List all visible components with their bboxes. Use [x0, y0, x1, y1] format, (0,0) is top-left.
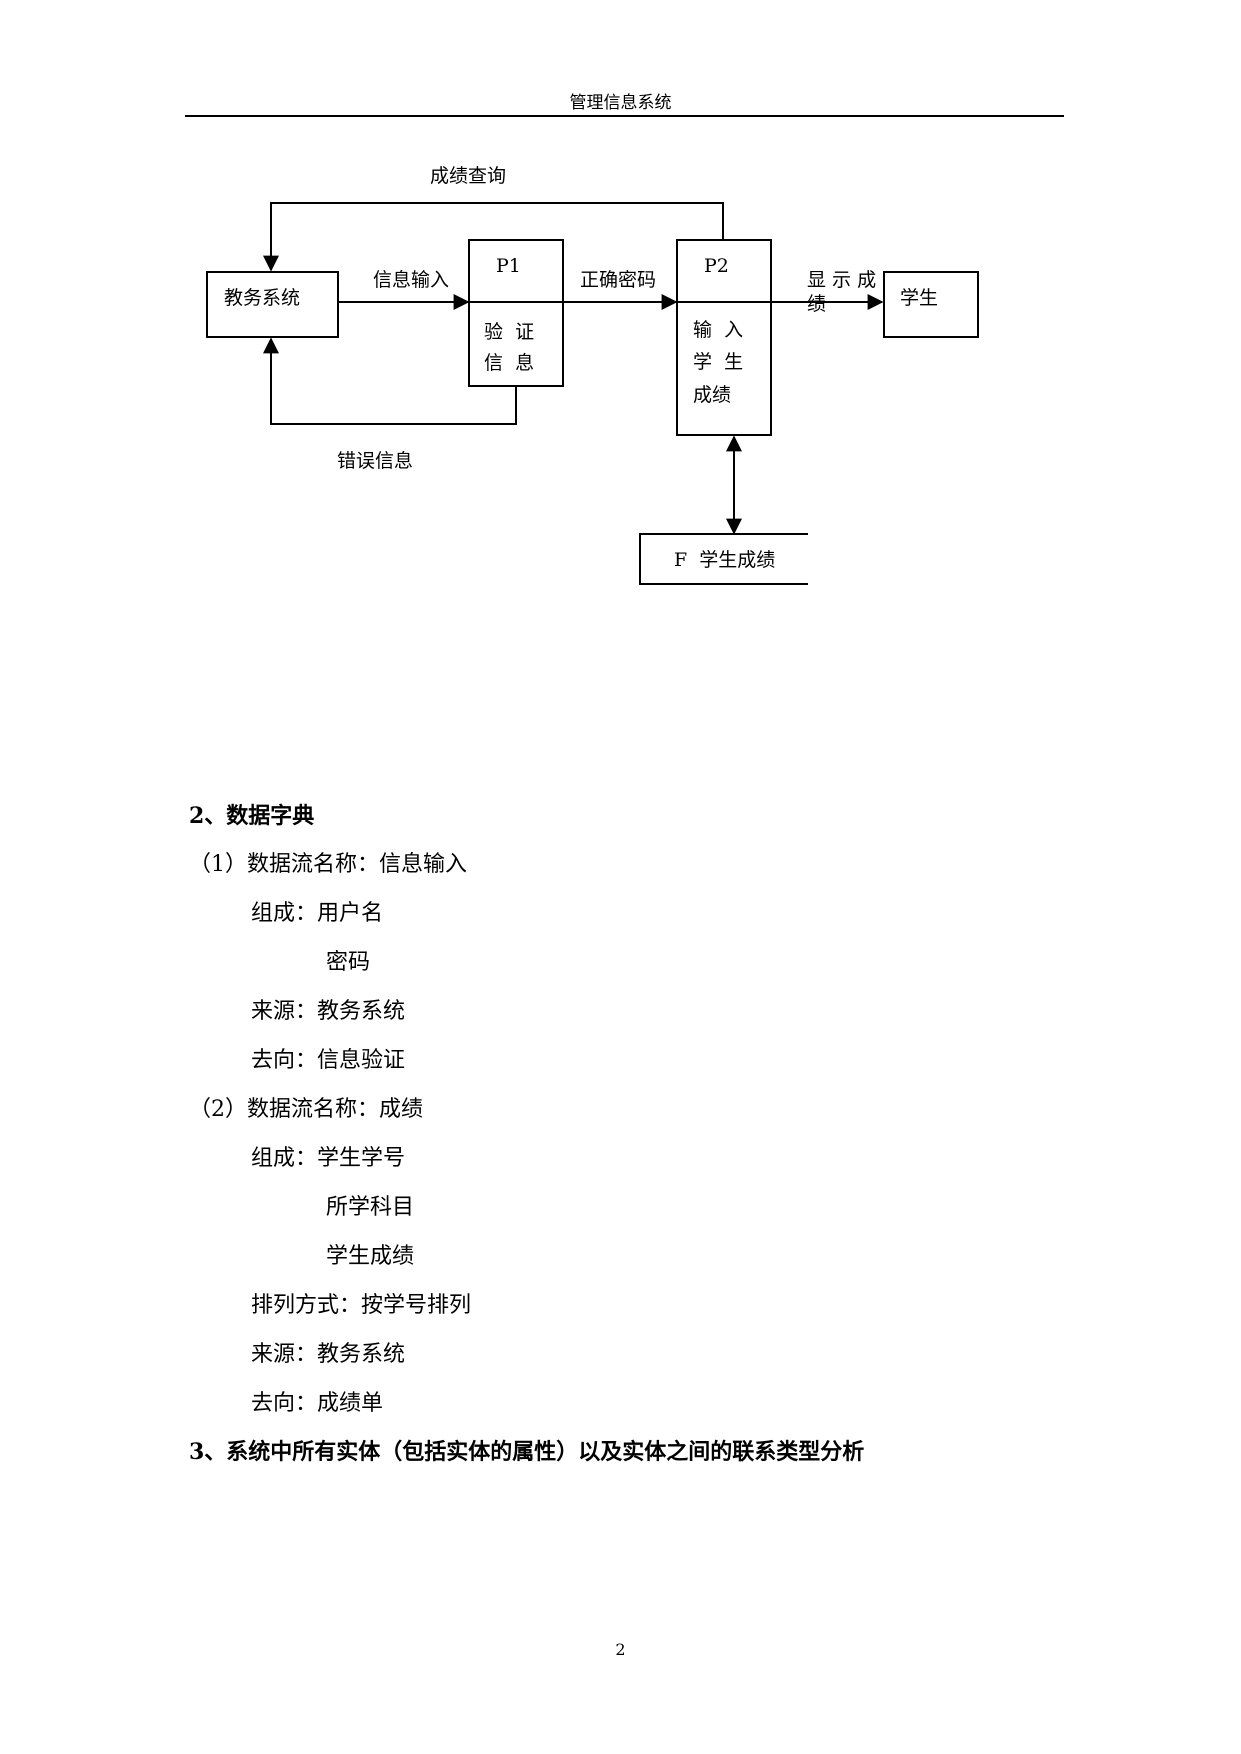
page-header-title: 管理信息系统 [569, 93, 672, 113]
flow1-destination: 去向：信息验证 [251, 1048, 406, 1073]
flow2-source: 来源：教务系统 [251, 1342, 406, 1367]
page-number: 2 [615, 1640, 626, 1659]
process-p2-line3: 成绩 [693, 384, 731, 406]
entity-academic-system [206, 271, 339, 338]
flow1-source: 来源：教务系统 [251, 999, 406, 1024]
flow2-title: （2）数据流名称：成绩 [189, 1097, 423, 1122]
entity-student-label: 学生 [900, 287, 938, 309]
flow2-ordering: 排列方式：按学号排列 [251, 1293, 472, 1318]
section3-heading: 3、系统中所有实体（包括实体的属性）以及实体之间的联系类型分析 [189, 1439, 865, 1465]
flow-input-label: 信息输入 [373, 269, 449, 291]
flow1-composition-item2: 密码 [326, 950, 371, 975]
flow-display-label: 显 示 成 [807, 269, 876, 291]
entity-student [883, 271, 979, 338]
process-p2-line1: 输 入 [693, 319, 743, 341]
entity-academic-system-label: 教务系统 [224, 287, 300, 309]
process-p1-line1: 验 证 [484, 321, 534, 343]
flow-error-line [263, 337, 517, 425]
data-store-grades [639, 533, 808, 585]
flow-correct-label: 正确密码 [580, 269, 656, 291]
flow-grade-query-label: 成绩查询 [430, 165, 506, 187]
flow1-composition: 组成：用户名 [251, 901, 384, 926]
process-p2-id: P2 [704, 255, 729, 277]
flow-error-label: 错误信息 [337, 450, 413, 472]
process-p2-line2: 学 生 [693, 351, 743, 373]
data-flow-diagram: 成绩查询 教务系统 信息输入 P1 验 证 信 息 错误信息 正确密码 P2 输… [206, 165, 979, 585]
process-p1-id: P1 [496, 255, 521, 277]
header-rule [185, 115, 1064, 117]
flow2-destination: 去向：成绩单 [251, 1391, 384, 1416]
flow-display-label-overflow: 绩 [807, 293, 826, 315]
flow2-composition: 组成：学生学号 [251, 1146, 406, 1171]
process-p1-line2: 信 息 [484, 352, 534, 374]
flow2-composition-item2: 所学科目 [326, 1195, 415, 1220]
flow2-composition-item3: 学生成绩 [326, 1244, 415, 1269]
flow-grade-query-line [263, 202, 724, 272]
flow1-title: （1）数据流名称：信息输入 [189, 852, 467, 877]
section2-heading: 2、数据字典 [189, 803, 315, 829]
data-store-grades-label: F 学生成绩 [674, 549, 775, 571]
process-p2 [676, 239, 772, 436]
